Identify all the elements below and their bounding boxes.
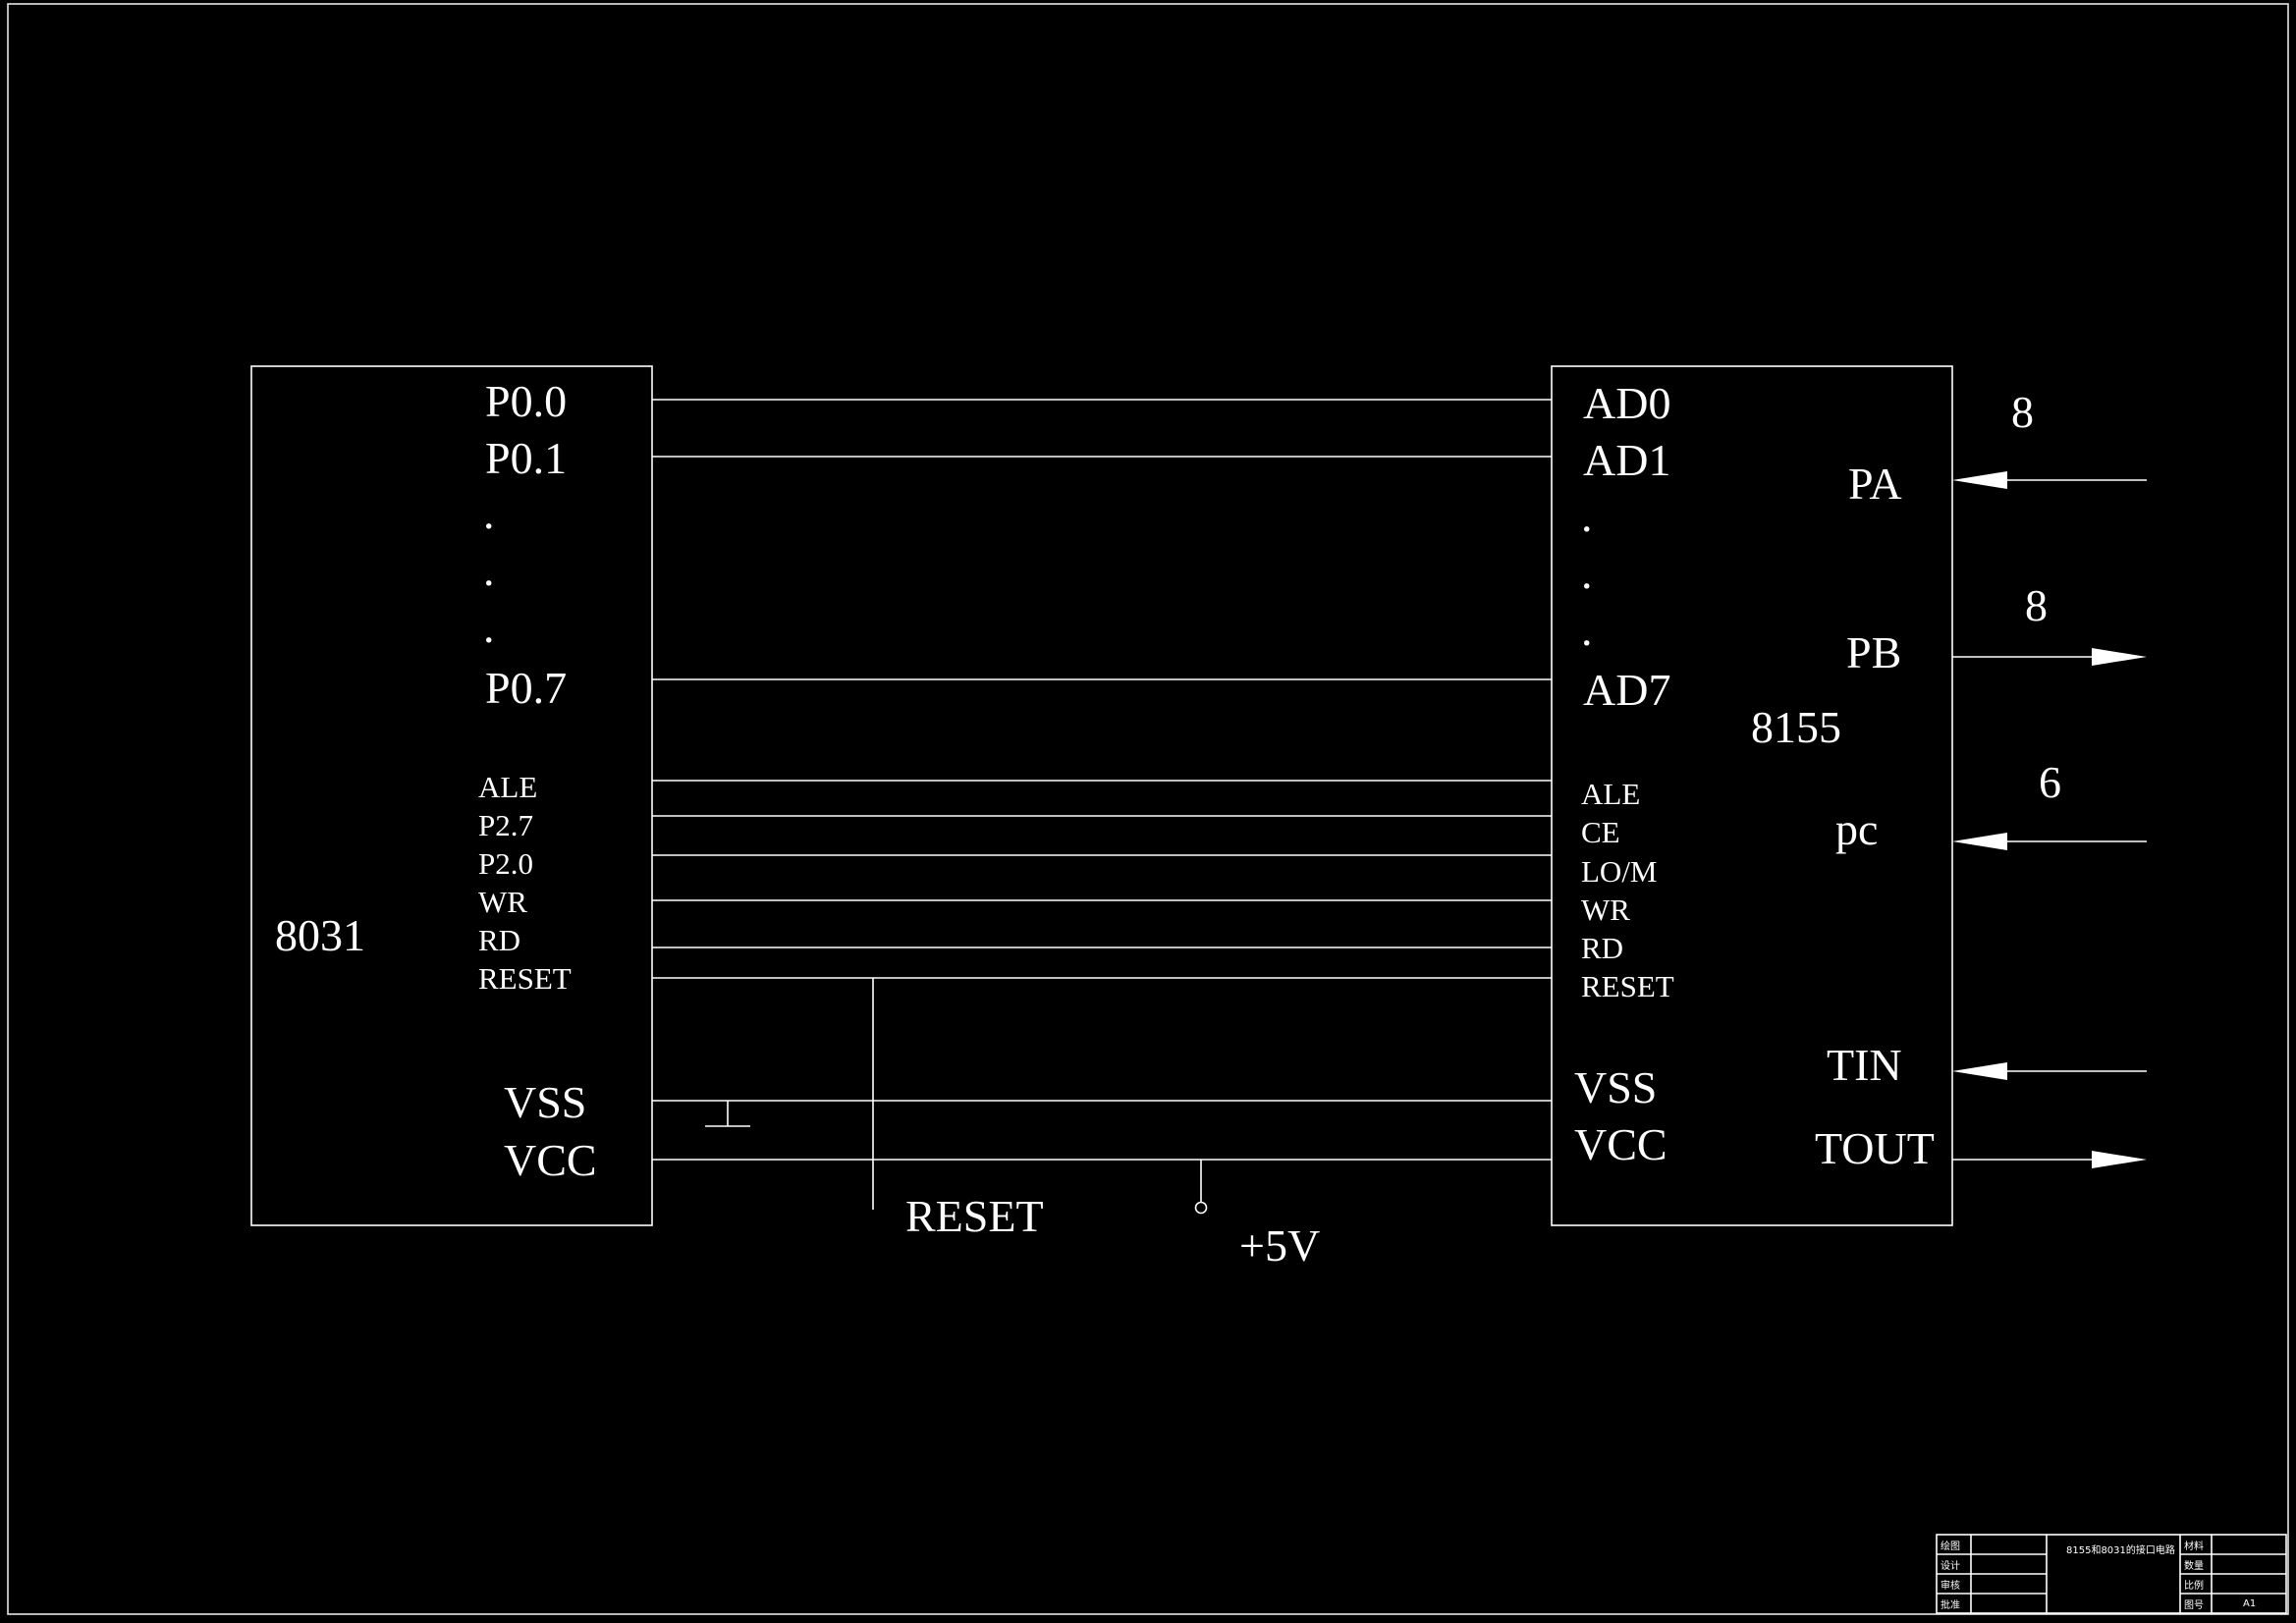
- title-block: 绘图 设计 审核 批准 8155和8031的接口电路 材料 数量 比例 图号 A…: [1936, 1534, 2287, 1614]
- chip-8155-name: 8155: [1751, 702, 1841, 752]
- chip-8031-dot-3: .: [483, 602, 495, 652]
- title-label-material: 材料: [2184, 1540, 2204, 1552]
- chip-8031-pin-p2-7: P2.7: [478, 808, 533, 842]
- pa-width: 8: [2011, 387, 2034, 437]
- chip-8155-dot-1: .: [1581, 491, 1593, 541]
- title-label-drawn: 绘图: [1941, 1540, 1960, 1552]
- chip-8155-pin-ad7: AD7: [1583, 665, 1670, 715]
- chip-8155-pin-rd: RD: [1581, 931, 1623, 965]
- chip-8031-dot-2: .: [483, 545, 495, 595]
- chip-8031-pin-vcc: VCC: [504, 1135, 597, 1185]
- chip-8031: 8031 P0.0 P0.1 . . . P0.7 ALE P2.7 P2.0 …: [250, 365, 653, 1226]
- title-drawing-name: 8155和8031的接口电路: [2066, 1543, 2175, 1556]
- chip-8155: 8155 AD0 AD1 . . . AD7 ALE CE LO/M WR RD…: [1551, 365, 1953, 1226]
- pc-width: 6: [2039, 757, 2061, 807]
- title-label-check: 审核: [1941, 1579, 1960, 1592]
- title-label-scale: 比例: [2184, 1579, 2204, 1592]
- chip-8155-pin-ad0: AD0: [1583, 378, 1670, 428]
- drawing-border: [7, 3, 2289, 1615]
- chip-8155-dot-2: .: [1581, 548, 1593, 598]
- chip-8031-pin-reset: RESET: [478, 961, 572, 996]
- title-label-drawing-no: 图号: [2184, 1599, 2204, 1611]
- chip-8155-port-pa: PA: [1848, 459, 1902, 509]
- pc-arrow-icon: [1952, 833, 2007, 850]
- chip-8031-pin-vss: VSS: [504, 1077, 586, 1127]
- chip-8155-pin-ce: CE: [1581, 815, 1620, 849]
- ground-symbol: [705, 1101, 750, 1127]
- chip-8031-pin-p0-0: P0.0: [485, 376, 567, 426]
- pb-arrow-icon: [2092, 648, 2147, 666]
- chip-8031-pin-p0-7: P0.7: [485, 663, 567, 713]
- bus-wires: [652, 399, 1552, 1210]
- chip-8155-port-tin: TIN: [1827, 1040, 1902, 1090]
- chip-8031-dot-1: .: [483, 488, 495, 538]
- chip-8155-pin-wr: WR: [1581, 893, 1630, 927]
- supply-tap: [1194, 1160, 1208, 1215]
- chip-8155-pin-ale: ALE: [1581, 777, 1640, 811]
- pa-arrow-icon: [1952, 471, 2007, 489]
- chip-8155-body: [1551, 365, 1953, 1226]
- tin-arrow-icon: [1952, 1062, 2007, 1080]
- chip-8031-name: 8031: [275, 910, 365, 960]
- chip-8031-pin-p0-1: P0.1: [485, 433, 567, 483]
- chip-8031-body: [250, 365, 653, 1226]
- chip-8155-port-tout: TOUT: [1815, 1123, 1935, 1173]
- net-label-5v: +5V: [1239, 1220, 1320, 1271]
- chip-8155-pin-vcc: VCC: [1574, 1119, 1667, 1169]
- pb-width: 8: [2025, 580, 2048, 630]
- chip-8031-pin-p2-0: P2.0: [478, 846, 533, 881]
- title-scale-value: A1: [2243, 1598, 2256, 1609]
- chip-8031-pin-ale: ALE: [478, 770, 537, 804]
- chip-8031-pin-wr: WR: [478, 885, 527, 919]
- port-arrows: 8 8 6: [1952, 387, 2147, 1168]
- title-label-design: 设计: [1941, 1559, 1960, 1572]
- chip-8155-pin-reset: RESET: [1581, 969, 1674, 1003]
- chip-8155-pin-lo-m: LO/M: [1581, 854, 1658, 889]
- chip-8155-pin-ad1: AD1: [1583, 435, 1670, 485]
- title-label-quantity: 数量: [2184, 1559, 2204, 1572]
- chip-8155-dot-3: .: [1581, 605, 1593, 655]
- chip-8031-pin-rd: RD: [478, 923, 520, 957]
- tout-arrow-icon: [2092, 1151, 2147, 1168]
- net-label-reset: RESET: [905, 1191, 1044, 1241]
- chip-8155-port-pb: PB: [1846, 627, 1901, 677]
- chip-8155-pin-vss: VSS: [1574, 1062, 1657, 1112]
- title-label-approve: 批准: [1941, 1598, 1960, 1611]
- chip-8155-port-pc: pc: [1835, 804, 1878, 854]
